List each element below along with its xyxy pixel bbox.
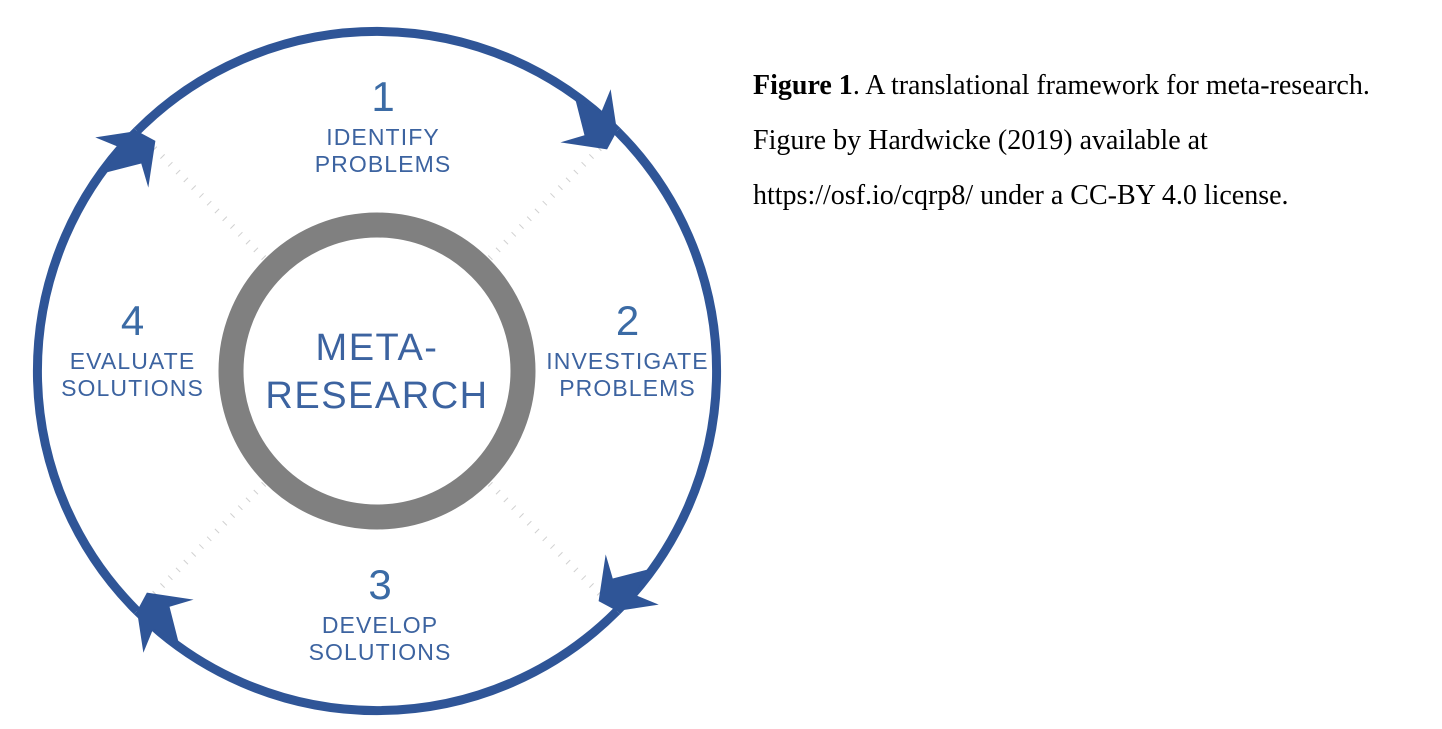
figure-caption: Figure 1. A translational framework for …: [753, 58, 1425, 223]
spoke-lower-left: [136, 481, 267, 612]
figure-caption-body: . A translational framework for meta-res…: [753, 70, 1370, 211]
step-number-2: 2: [615, 297, 640, 344]
arrow-bottom-right: [598, 554, 659, 611]
step-text-2-line1: INVESTIGATE: [546, 347, 709, 374]
step-label-1: 1 IDENTIFY PROBLEMS: [263, 72, 503, 178]
ring-arrowheads: [95, 89, 659, 653]
spoke-lower-right: [487, 481, 618, 612]
cycle-diagram-svg: [33, 27, 721, 715]
step-text-2-line2: PROBLEMS: [559, 374, 696, 401]
outer-ring: [33, 27, 721, 715]
figure-caption-label: Figure 1: [753, 70, 853, 101]
outer-ring-arc-left: [33, 127, 141, 615]
arrow-top-left: [95, 131, 156, 188]
step-number-1: 1: [371, 73, 395, 120]
step-label-2: 2 INVESTIGATE PROBLEMS: [520, 296, 735, 402]
step-text-1-line2: PROBLEMS: [314, 150, 452, 177]
step-text-4-line2: SOLUTIONS: [61, 374, 204, 401]
step-text-4-line1: EVALUATE: [69, 347, 196, 374]
arrow-top-right: [560, 89, 617, 150]
step-label-3: 3 DEVELOP SOLUTIONS: [265, 560, 495, 666]
cycle-diagram: 1 IDENTIFY PROBLEMS 2 INVESTIGATE PROBLE…: [30, 27, 735, 715]
step-text-3-line2: SOLUTIONS: [308, 638, 452, 665]
inner-ring: [218, 212, 536, 530]
outer-ring-arc-bottom: [133, 607, 621, 715]
step-text-3-line1: DEVELOP: [321, 611, 439, 638]
spoke-upper-right: [487, 130, 618, 261]
outer-ring-arc-top: [133, 27, 621, 135]
center-label: META- RESEARCH: [227, 325, 527, 420]
center-label-line1: META-: [315, 327, 439, 369]
arrow-bottom-left: [137, 592, 194, 653]
center-label-line2: RESEARCH: [265, 374, 489, 417]
step-text-1-line1: IDENTIFY: [326, 123, 440, 150]
step-label-4: 4 EVALUATE SOLUTIONS: [30, 296, 235, 402]
step-number-3: 3: [368, 561, 392, 608]
spoke-lines: [136, 130, 618, 612]
outer-ring-arc-right: [613, 127, 721, 615]
step-number-4: 4: [120, 297, 145, 344]
spoke-upper-left: [136, 130, 267, 261]
